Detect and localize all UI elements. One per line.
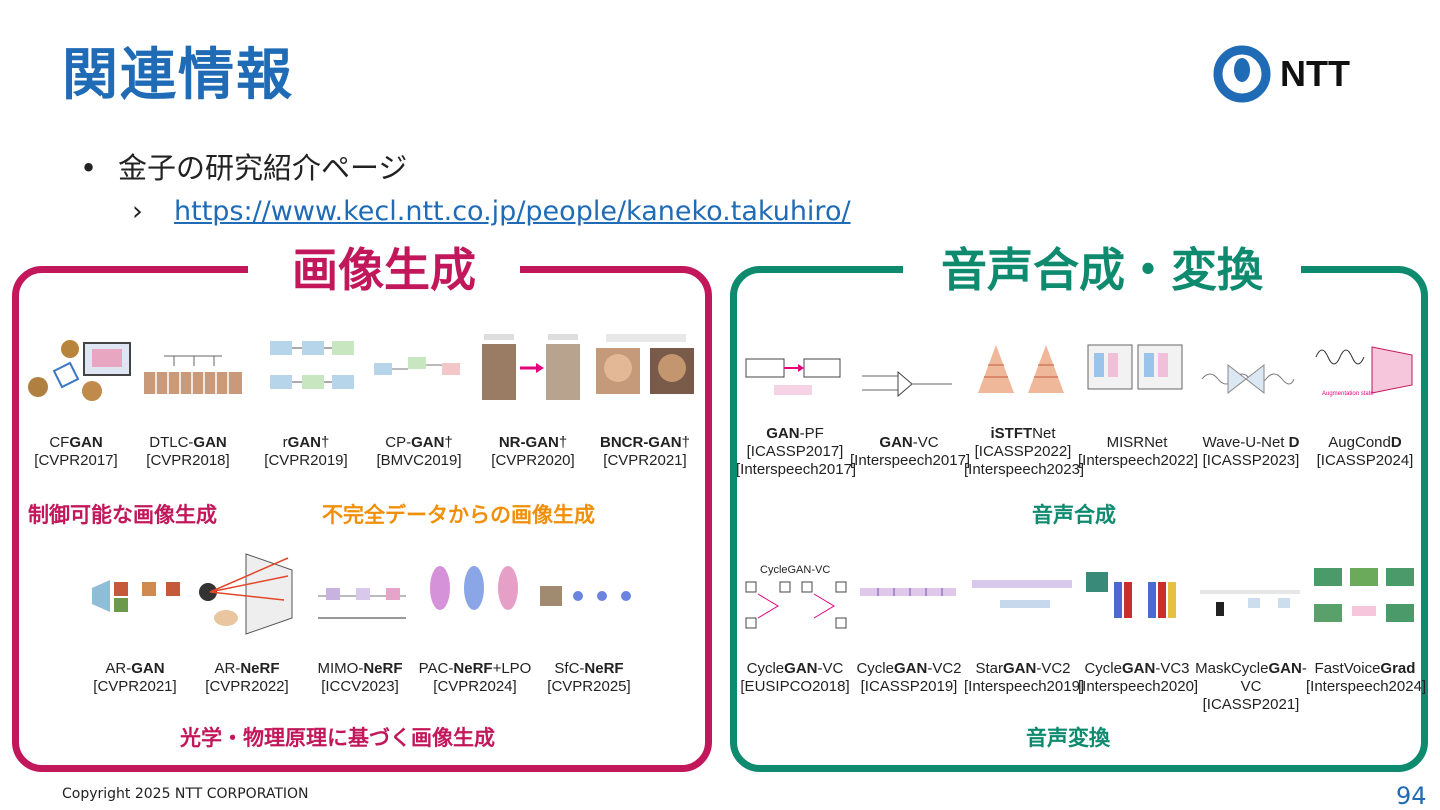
- sub-bullet-link: › https://www.kecl.ntt.co.jp/people/kanek…: [132, 196, 851, 227]
- ganpf-caption: GAN-PF[ICASSP2017][Interspeech2017]: [736, 425, 857, 478]
- cfgan-thumbnail: [28, 340, 131, 401]
- category-physics: 光学・物理原理に基づく画像生成: [180, 726, 495, 750]
- augcondd-caption: AugCondD[ICASSP2024]: [1316, 434, 1414, 469]
- maskcycleganvc-thumbnail: [1200, 590, 1300, 616]
- starganvc2-thumbnail: [972, 580, 1072, 608]
- dtlcgan-thumbnail: [144, 355, 242, 394]
- ganvc-thumbnail: [862, 370, 952, 398]
- pacnerf-thumbnail: [430, 566, 518, 610]
- bncrgan-thumbnail: [596, 334, 694, 394]
- misrnet-caption: MISRNet[Interspeech2022]: [1078, 434, 1199, 469]
- cycleganvc2-thumbnail: [860, 588, 956, 596]
- sfcnerf-caption: SfC-NeRF[CVPR2025]: [547, 660, 631, 695]
- ganpf-thumbnail: [745, 358, 841, 395]
- cycleganvc-thumb-label: CycleGAN-VC: [760, 564, 831, 576]
- argan-thumbnail: [92, 580, 180, 612]
- arnerf-thumbnail: [199, 553, 293, 635]
- ntt-logo: NTT: [1213, 45, 1350, 103]
- nrgan-thumbnail: [482, 334, 580, 400]
- maskcycleganvc-caption: MaskCycleGAN-VC[ICASSP2021]: [1195, 660, 1307, 713]
- bullet-marker: •: [80, 151, 98, 185]
- waveunetd-thumbnail: [1201, 363, 1295, 395]
- category-voice-conversion: 音声変換: [1026, 726, 1110, 750]
- category-incomplete-data: 不完全データからの画像生成: [322, 503, 595, 527]
- cycleganvc3-thumbnail: [1086, 572, 1176, 618]
- rgan-caption: rGAN†[CVPR2019]: [264, 434, 348, 469]
- mimonerf-thumbnail: [318, 588, 406, 619]
- nrgan-caption: NR-GAN†[CVPR2020]: [491, 434, 575, 469]
- speech-title: 音声合成・変換: [903, 240, 1301, 300]
- starganvc2-caption: StarGAN-VC2[Interspeech2019]: [964, 660, 1085, 695]
- cpgan-thumbnail: [374, 357, 460, 375]
- mimonerf-caption: MIMO-NeRF[ICCV2023]: [317, 660, 403, 695]
- category-controllable: 制御可能な画像生成: [28, 503, 217, 527]
- cpgan-caption: CP-GAN†[BMVC2019]: [376, 434, 462, 469]
- bullet-text: 金子の研究紹介ページ: [118, 151, 408, 185]
- cycleganvc-thumbnail: [745, 581, 847, 629]
- image-generation-title: 画像生成: [248, 240, 520, 300]
- logo-text: NTT: [1280, 53, 1350, 94]
- fastvoicegrad-caption: FastVoiceGrad[Interspeech2024]: [1306, 660, 1427, 695]
- category-speech-synthesis: 音声合成: [1032, 503, 1116, 527]
- arnerf-caption: AR-NeRF[CVPR2022]: [205, 660, 289, 695]
- dtlcgan-caption: DTLC-GAN[CVPR2018]: [146, 434, 230, 469]
- istftnet-thumbnail: [978, 345, 1064, 393]
- copyright: Copyright 2025 NTT CORPORATION: [62, 786, 309, 802]
- bncrgan-caption: BNCR-GAN†[CVPR2021]: [599, 434, 690, 469]
- bullet-research-page: • 金子の研究紹介ページ: [80, 145, 407, 187]
- sub-bullet-marker: ›: [132, 196, 143, 227]
- augcondd-thumbnail: Augmentation state: [1315, 346, 1413, 397]
- argan-caption: AR-GAN[CVPR2021]: [93, 660, 177, 695]
- cycleganvc2-caption: CycleGAN-VC2[ICASSP2019]: [856, 660, 962, 695]
- misrnet-thumbnail: [1087, 344, 1183, 390]
- fastvoicegrad-thumbnail: [1314, 568, 1414, 622]
- page-title: 関連情報: [62, 43, 294, 108]
- pacnerf-caption: PAC-NeRF+LPO[CVPR2024]: [418, 660, 532, 695]
- rgan-thumbnail: [270, 341, 354, 389]
- istftnet-caption: iSTFTNet[ICASSP2022][Interspeech2023]: [964, 425, 1085, 478]
- cycleganvc3-caption: CycleGAN-VC3[Interspeech2020]: [1078, 660, 1199, 695]
- waveunetd-caption: Wave-U-Net D[ICASSP2023]: [1202, 434, 1300, 469]
- cycleganvc-caption: CycleGAN-VC[EUSIPCO2018]: [740, 660, 850, 695]
- svg-text:Augmentation state: Augmentation state: [1322, 391, 1374, 397]
- cfgan-caption: CFGAN[CVPR2017]: [34, 434, 118, 469]
- research-page-link[interactable]: https://www.kecl.ntt.co.jp/people/kaneko…: [174, 196, 851, 227]
- page-number: 94: [1396, 782, 1427, 810]
- ganvc-caption: GAN-VC[Interspeech2017]: [850, 434, 971, 469]
- sfcnerf-thumbnail: [540, 586, 631, 606]
